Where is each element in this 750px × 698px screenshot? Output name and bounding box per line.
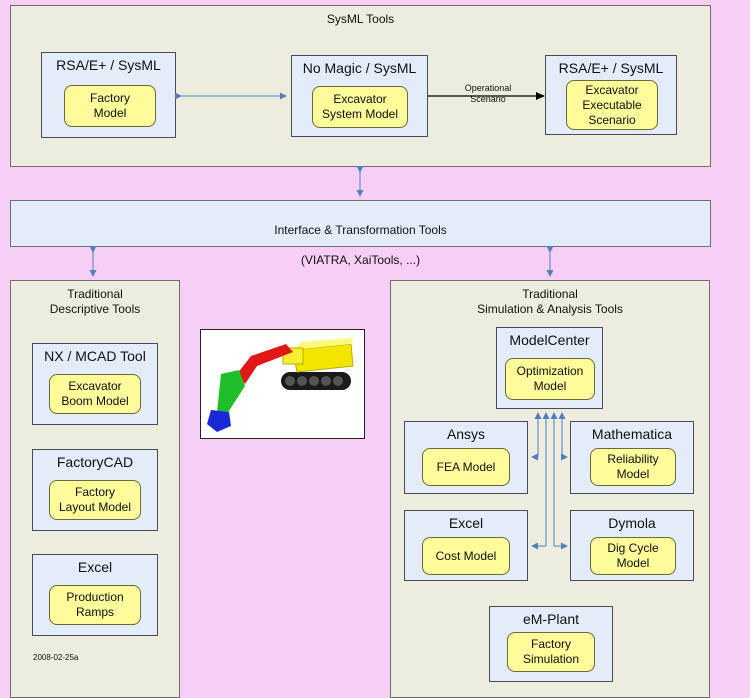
excavator-boom-model[interactable]: Excavator Boom Model [49, 374, 141, 414]
tool-name: NX / MCAD Tool [44, 348, 146, 364]
excavator-system-model[interactable]: Excavator System Model [312, 86, 408, 128]
sysml-tools-title: SysML Tools [326, 12, 395, 26]
production-ramps-model[interactable]: Production Ramps [49, 585, 141, 625]
factory-layout-model[interactable]: Factory Layout Model [49, 480, 141, 520]
tool-name: RSA/E+ / SysML [56, 57, 161, 73]
factory-simulation-model[interactable]: Factory Simulation [507, 632, 595, 672]
executable-scenario-tool-box[interactable]: RSA/E+ / SysML Excavator Executable Scen… [545, 55, 677, 135]
nx-mcad-tool-box[interactable]: NX / MCAD Tool Excavator Boom Model [32, 343, 158, 425]
tool-name: Excel [77, 559, 113, 575]
tool-name: No Magic / SysML [302, 60, 417, 76]
excavator-system-tool-box[interactable]: No Magic / SysML Excavator System Model [291, 55, 428, 137]
cost-model[interactable]: Cost Model [422, 537, 510, 575]
tool-name: Excel [448, 515, 484, 531]
excel-analysis-tool-box[interactable]: Excel Cost Model [404, 510, 528, 581]
excel-descriptive-tool-box[interactable]: Excel Production Ramps [32, 554, 158, 636]
interface-subtitle: (VIATRA, XaiTools, ...) [300, 253, 421, 267]
excavator-icon [207, 338, 354, 432]
em-plant-tool-box[interactable]: eM-Plant Factory Simulation [489, 606, 613, 682]
dig-cycle-model[interactable]: Dig Cycle Model [590, 537, 676, 575]
analysis-tools-title: Traditional Simulation & Analysis Tools [477, 287, 623, 316]
tool-name: FactoryCAD [56, 454, 134, 470]
tool-name: RSA/E+ / SysML [558, 60, 664, 76]
modelcenter-connectors [531, 412, 568, 550]
operational-scenario-label: Operational Scenario [464, 83, 512, 104]
modelcenter-tool-box[interactable]: ModelCenter Optimization Model [496, 327, 603, 409]
descriptive-tools-title: Traditional Descriptive Tools [49, 287, 141, 316]
version-footer: 2008-02-25a [33, 653, 79, 662]
dymola-tool-box[interactable]: Dymola Dig Cycle Model [570, 510, 694, 581]
factory-model[interactable]: Factory Model [64, 85, 156, 127]
factorycad-tool-box[interactable]: FactoryCAD Factory Layout Model [32, 449, 158, 531]
ansys-tool-box[interactable]: Ansys FEA Model [404, 421, 528, 494]
mathematica-tool-box[interactable]: Mathematica Reliability Model [570, 421, 694, 494]
optimization-model[interactable]: Optimization Model [505, 358, 595, 400]
tool-name: Ansys [446, 426, 486, 442]
interface-transformation-bar[interactable]: Interface & Transformation Tools (VIATRA… [10, 200, 711, 267]
tool-name: ModelCenter [509, 332, 590, 348]
tool-name: eM-Plant [522, 611, 580, 627]
excavator-image-frame [200, 329, 365, 439]
fea-model[interactable]: FEA Model [422, 448, 510, 486]
tool-name: Dymola [608, 515, 656, 531]
executable-scenario-model[interactable]: Excavator Executable Scenario [566, 80, 658, 130]
tool-name: Mathematica [591, 426, 673, 442]
interface-title: Interface & Transformation Tools [274, 223, 447, 237]
reliability-model[interactable]: Reliability Model [590, 448, 676, 486]
